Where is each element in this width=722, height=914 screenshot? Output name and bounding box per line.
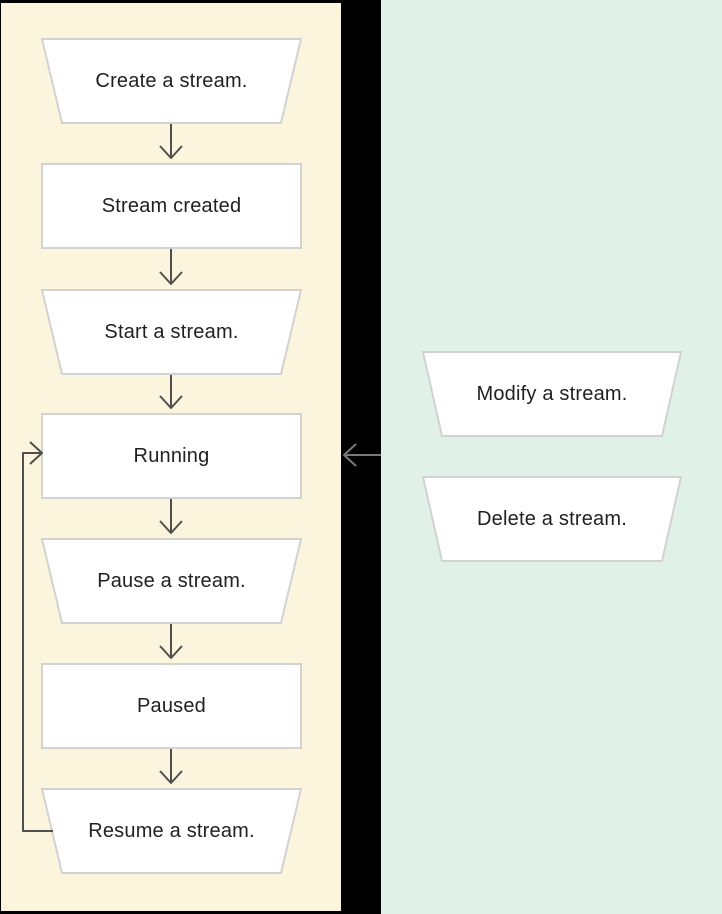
stream-actions-panel [381,0,722,914]
arrow-paused-to-resume [159,749,183,784]
pause-stream-shape [40,538,303,624]
delete-stream-shape [421,476,683,562]
paused-shape [41,663,302,749]
arrow-resume-loop-to-running [22,441,53,832]
modify-stream-shape [421,351,683,437]
running-shape [41,413,302,499]
start-stream-shape [40,289,303,375]
stream-created-shape [41,163,302,249]
arrow-actions-to-running [343,443,381,467]
arrow-pause-to-paused [159,624,183,659]
create-stream-shape [40,38,303,124]
arrow-start-to-running [159,375,183,409]
arrow-created-to-start [159,249,183,285]
resume-stream-shape [40,788,303,874]
arrow-create-to-created [159,124,183,159]
arrow-running-to-pause [159,499,183,534]
